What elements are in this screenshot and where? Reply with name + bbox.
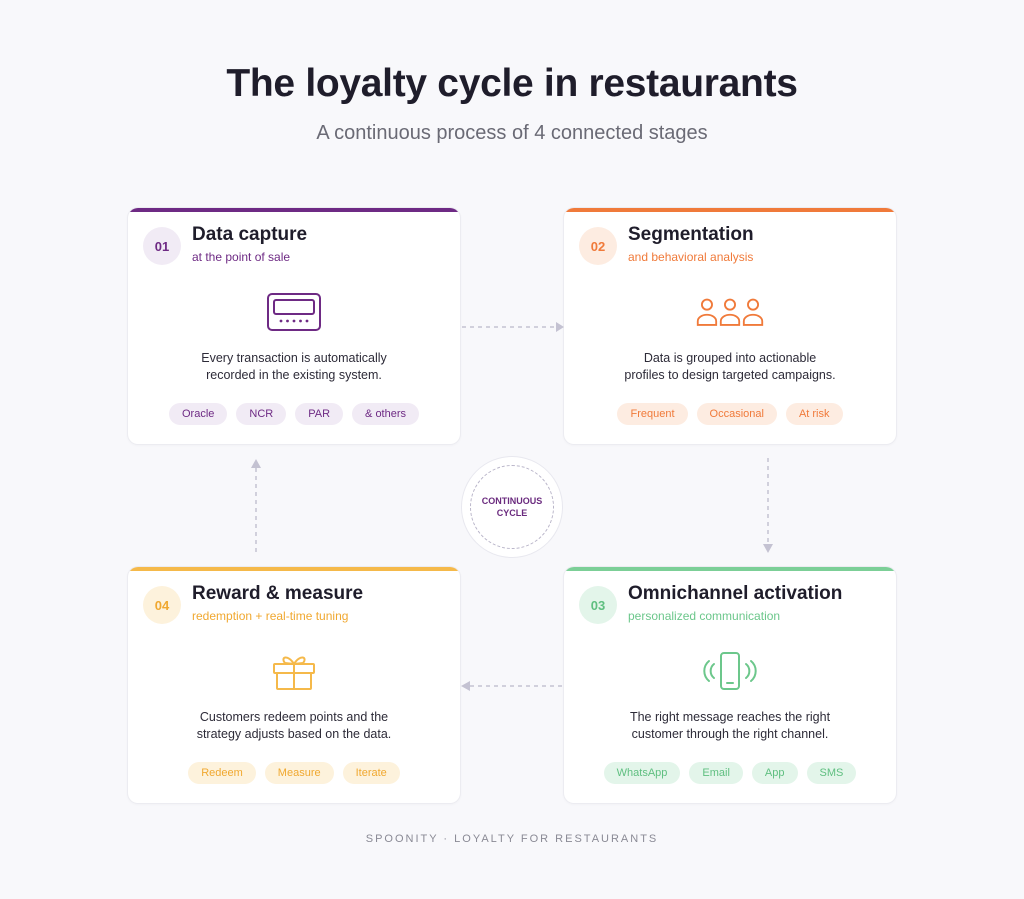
tag: Email (689, 762, 743, 784)
stage-description: Data is grouped into actionable profiles… (624, 351, 836, 382)
stage-card-omnichannel-activation: 03 Omnichannel activation personalized c… (564, 567, 896, 803)
tag-list: Redeem Measure Iterate (128, 762, 460, 784)
tag: Occasional (696, 403, 777, 425)
arrow-down-icon (763, 458, 773, 553)
tag: Measure (264, 762, 334, 784)
pos-terminal-icon (259, 290, 329, 334)
tag: Iterate (342, 762, 400, 784)
stage-subtitle: redemption + real-time tuning (192, 609, 349, 623)
tag-list: Oracle NCR PAR & others (128, 403, 460, 425)
stage-title: Data capture (192, 224, 308, 245)
tag-list: Frequent Occasional At risk (564, 403, 896, 425)
tag: App (751, 762, 798, 784)
page-subtitle: A continuous process of 4 connected stag… (316, 122, 708, 144)
tag: SMS (806, 762, 857, 784)
tag: Oracle (168, 403, 228, 425)
card-accent-bar (128, 567, 460, 571)
stage-number-badge: 04 (143, 586, 181, 624)
people-group-icon (695, 290, 765, 334)
stage-number-badge: 03 (579, 586, 617, 624)
stage-card-reward-measure: 04 Reward & measure redemption + real-ti… (128, 567, 460, 803)
arrow-up-icon (251, 459, 261, 554)
stage-description: The right message reaches the right cust… (629, 710, 831, 741)
card-accent-bar (564, 567, 896, 571)
arrow-right-icon (462, 322, 564, 332)
tag-list: WhatsApp Email App SMS (564, 762, 896, 784)
stage-subtitle: and behavioral analysis (628, 250, 754, 264)
stage-subtitle: personalized communication (628, 609, 781, 623)
stage-card-data-capture: 01 Data capture at the point of sale Eve… (128, 208, 460, 444)
tag: & others (352, 403, 420, 425)
tag: Frequent (617, 403, 688, 425)
stage-title: Segmentation (628, 224, 754, 245)
tag: WhatsApp (603, 762, 681, 784)
continuous-cycle-badge: CONTINUOUS CYCLE (462, 457, 562, 557)
tag: Redeem (188, 762, 256, 784)
stage-subtitle: at the point of sale (192, 250, 291, 264)
stage-title: Omnichannel activation (628, 583, 843, 604)
stage-number-badge: 01 (143, 227, 181, 265)
footer-credit: SPOONITY · LOYALTY FOR RESTAURANTS (365, 833, 659, 845)
page-title: The loyalty cycle in restaurants (226, 62, 798, 105)
stage-card-segmentation: 02 Segmentation and behavioral analysis … (564, 208, 896, 444)
card-accent-bar (564, 208, 896, 212)
continuous-cycle-label: CONTINUOUS CYCLE (470, 465, 554, 549)
smartphone-signal-icon (695, 649, 765, 693)
stage-number-badge: 02 (579, 227, 617, 265)
stage-description: Customers redeem points and the strategy… (196, 710, 392, 741)
stage-description: Every transaction is automatically recor… (201, 351, 387, 382)
card-accent-bar (128, 208, 460, 212)
tag: NCR (236, 403, 287, 425)
arrow-left-icon (461, 681, 562, 691)
tag: PAR (295, 403, 344, 425)
stage-title: Reward & measure (192, 583, 364, 604)
tag: At risk (785, 403, 843, 425)
gift-icon (259, 649, 329, 693)
